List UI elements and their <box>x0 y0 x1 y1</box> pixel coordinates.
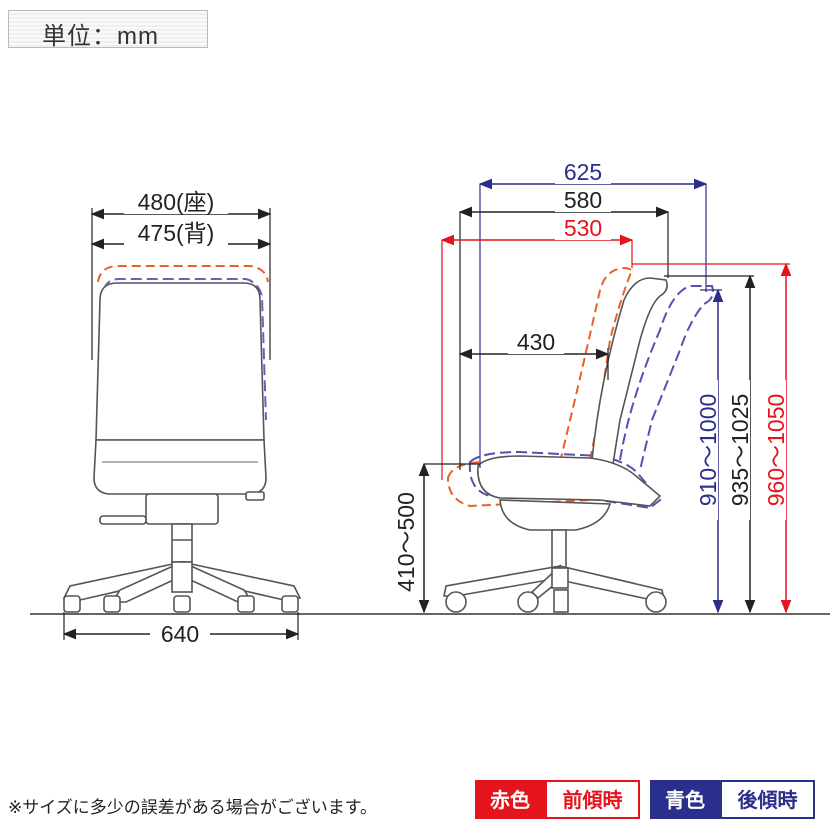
front-tilt-height-label: 960～1050 <box>763 394 789 507</box>
base-width-label: 640 <box>161 621 199 647</box>
front-view-chair <box>62 265 302 613</box>
disclaimer-note: ※サイズに多少の誤差がある場合がございます。 <box>8 798 378 817</box>
seat-depth-label: 430 <box>517 329 555 355</box>
red-color-tag: 赤色 <box>475 780 545 819</box>
front-tilt-tag: 前傾時 <box>545 780 640 819</box>
seat-width-label: 480(座) <box>138 189 215 215</box>
front-tilt-depth-label: 530 <box>564 215 602 241</box>
blue-color-tag: 青色 <box>650 780 720 819</box>
normal-depth-label: 580 <box>564 187 602 213</box>
unit-box: 単位：mm <box>8 10 208 50</box>
back-width-label: 475(背) <box>138 220 215 246</box>
side-view-chair-solid <box>443 277 668 613</box>
rear-tilt-depth-label: 625 <box>564 159 602 185</box>
normal-height-label: 935～1025 <box>727 394 753 507</box>
seat-height-label: 410～500 <box>393 492 419 592</box>
unit-label: 単位：mm <box>42 23 159 50</box>
rear-tilt-tag: 後傾時 <box>720 780 815 819</box>
rear-tilt-height-label: 910～1000 <box>695 394 721 507</box>
